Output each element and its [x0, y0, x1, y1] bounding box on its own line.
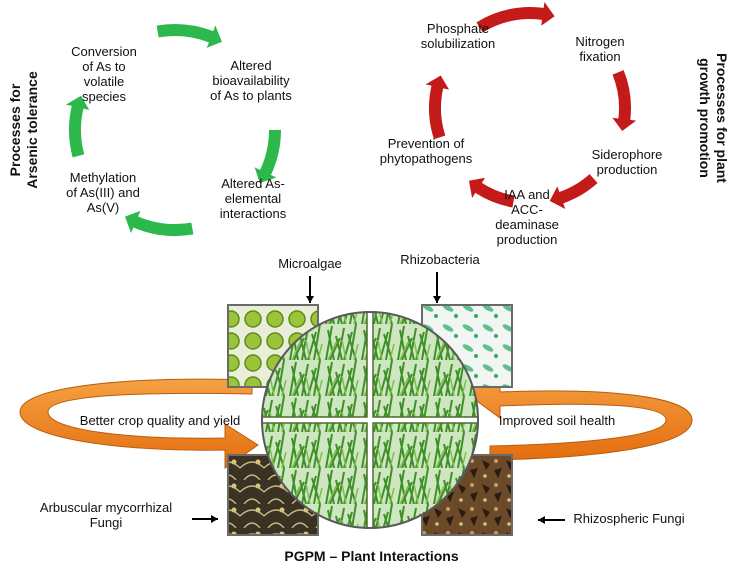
as-step-volatile-l4: species	[81, 89, 127, 104]
figure-title: PGPM – Plant Interactions	[284, 548, 459, 564]
as-step-volatile-l1: Conversion	[71, 44, 137, 59]
pgp-step-nitrogen-l2: fixation	[579, 49, 621, 64]
rhizobacteria-pointer-head	[433, 296, 441, 303]
microalgae-pointer-head	[306, 296, 314, 303]
pgp-step-nitrogen: Nitrogen fixation	[575, 34, 624, 64]
amf-label-l2: Fungi	[89, 515, 123, 530]
pgp-step-iaa-l1: IAA and	[504, 187, 550, 202]
as-step-bioavailability-l2: bioavailability	[212, 73, 290, 88]
rhizobacteria-label: Rhizobacteria	[400, 252, 480, 267]
as-step-bioavailability: Altered bioavailability of As to plants	[210, 58, 292, 103]
as-step-volatile: Conversion of As to volatile species	[71, 44, 137, 104]
pgp-step-phytopathogens-l2: phytopathogens	[379, 151, 473, 166]
green-cycle-arrow-top	[156, 24, 222, 48]
microalgae-label: Microalgae	[278, 256, 342, 271]
left-side-label-line1: Processes for	[7, 83, 23, 177]
red-cycle-arrow-bottom	[549, 174, 598, 210]
pgp-step-iaa-l3: deaminase	[495, 217, 559, 232]
right-side-label: Processes for plant growth promotion	[696, 53, 730, 183]
pgp-step-iaa-l2: ACC-	[511, 202, 543, 217]
pgp-step-siderophore-l2: production	[596, 162, 658, 177]
pgp-step-nitrogen-l1: Nitrogen	[575, 34, 625, 49]
green-cycle-arrow-bottom	[125, 210, 194, 236]
as-step-bioavailability-l3: of As to plants	[210, 88, 292, 103]
pgp-step-iaa: IAA and ACC- deaminase production	[495, 187, 559, 247]
as-step-volatile-l3: volatile	[83, 74, 125, 89]
rhizo-fungi-pointer-head	[538, 516, 545, 524]
red-cycle-arrow-left	[425, 75, 450, 140]
as-step-elemental-l3: interactions	[219, 206, 287, 221]
rhizo-fungi-label: Rhizospheric Fungi	[573, 511, 685, 526]
right-side-label-line2: growth promotion	[697, 58, 713, 178]
pgp-step-phytopathogens: Prevention of phytopathogens	[380, 136, 473, 166]
grass-circle-outline	[261, 311, 479, 529]
red-cycle-arrow-top	[476, 1, 555, 33]
amf-pointer-head	[211, 515, 218, 523]
red-cycle-arrow-right	[612, 70, 637, 131]
as-step-elemental-l1: Altered As-	[221, 176, 285, 191]
as-step-volatile-l2: of As to	[82, 59, 126, 74]
left-side-label: Processes for Arsenic tolerance	[7, 71, 41, 189]
as-step-elemental: Altered As- elemental interactions	[220, 176, 286, 221]
pgp-step-phosphate-l1: Phosphate	[426, 21, 490, 36]
left-band-arrow	[19, 378, 259, 469]
as-step-bioavailability-l1: Altered	[230, 58, 272, 73]
red-cycle-arrow-lower-left	[468, 177, 515, 208]
amf-label: Arbuscular mycorrhizal Fungi	[40, 500, 172, 530]
pgp-step-phosphate-l2: solubilization	[420, 36, 496, 51]
amf-label-l1: Arbuscular mycorrhizal	[39, 500, 173, 515]
as-step-methylation-l3: As(V)	[86, 200, 120, 215]
right-band-arrow	[465, 369, 693, 461]
green-cycle-arrow-left	[65, 95, 90, 158]
pgp-step-phytopathogens-l1: Prevention of	[387, 136, 465, 151]
pgp-step-phosphate: Phosphate solubilization	[421, 21, 495, 51]
as-step-elemental-l2: elemental	[224, 191, 282, 206]
pgp-step-iaa-l4: production	[496, 232, 558, 247]
as-step-methylation-l1: Methylation	[69, 170, 137, 185]
left-band-label: Better crop quality and yield	[79, 413, 241, 428]
as-step-methylation: Methylation of As(III) and As(V)	[66, 170, 140, 215]
right-side-label-line1: Processes for plant	[714, 53, 730, 183]
green-cycle-arrow-right	[254, 130, 281, 183]
pgp-step-siderophore-l1: Siderophore	[591, 147, 663, 162]
left-side-label-line2: Arsenic tolerance	[24, 71, 40, 189]
as-step-methylation-l2: of As(III) and	[66, 185, 140, 200]
right-band-label: Improved soil health	[498, 413, 616, 428]
pgp-step-siderophore: Siderophore production	[592, 147, 663, 177]
